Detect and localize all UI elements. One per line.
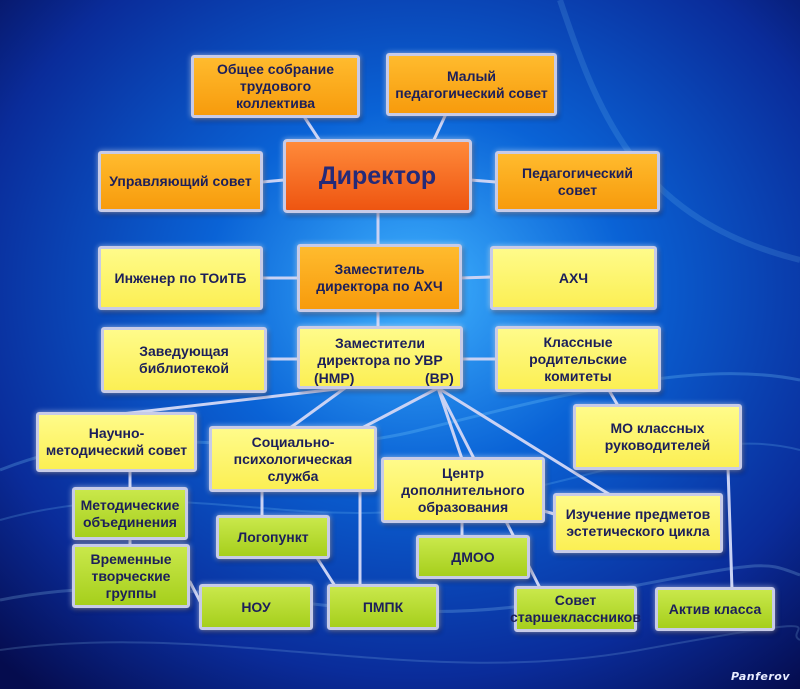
link-governing-director: [260, 178, 286, 184]
engineer-node: Инженер по ТОиТБ: [98, 246, 263, 310]
link-mo-activists: [726, 466, 734, 592]
link-vr-extra: [436, 386, 464, 461]
link-pedcouncil-director: [468, 178, 498, 184]
social-psych-node: Социально-психологическая служба: [209, 426, 377, 492]
watermark: Panferov: [730, 670, 790, 683]
nmr-label: (НМР): [314, 370, 355, 386]
dmoo-node: ДМОО: [416, 535, 530, 579]
link-vr-aesthetic: [436, 386, 614, 498]
governing-council-node: Управляющий совет: [98, 151, 263, 212]
nou-node: НОУ: [199, 584, 313, 630]
ped-council-node: Педагогический совет: [495, 151, 660, 212]
class-activists-node: Актив класса: [655, 587, 775, 631]
sci-method-council-node: Научно-методический совет: [36, 412, 197, 472]
senior-council-node: Совет старшеклассников: [510, 586, 641, 632]
creative-groups-node: Временные творческие группы: [72, 544, 190, 608]
link-parents-mo: [608, 390, 619, 406]
link-deputyahch-ahch: [458, 275, 494, 280]
general-meeting-node: Общее собрание трудового коллектива: [191, 55, 360, 118]
link-nmr-social: [288, 386, 347, 430]
vr-label: (ВР): [425, 370, 454, 386]
deputies-uvr-node: Заместители директора по УВР: [297, 326, 463, 389]
link-nmr-scimethod: [120, 386, 347, 416]
ahch-node: АХЧ: [490, 246, 657, 310]
pmpk-node: ПМПК: [327, 584, 439, 630]
extra-education-node: Центр дополнительного образования: [381, 457, 545, 523]
method-unions-node: Методические объединения: [72, 487, 188, 540]
mo-class-leaders-node: МО классных руководителей: [573, 404, 742, 470]
aesthetic-subjects-node: Изучение предметов эстетического цикла: [553, 493, 723, 553]
link-vr-social: [360, 386, 440, 430]
librarian-node: Заведующая библиотекой: [101, 327, 267, 393]
deputy-ahch-node: Заместитель директора по АХЧ: [297, 244, 462, 312]
parent-committees-node: Классные родительские комитеты: [495, 326, 661, 392]
small-ped-council-node: Малый педагогический совет: [386, 53, 557, 116]
speech-point-node: Логопункт: [216, 515, 330, 559]
director-node: Директор: [283, 139, 472, 213]
